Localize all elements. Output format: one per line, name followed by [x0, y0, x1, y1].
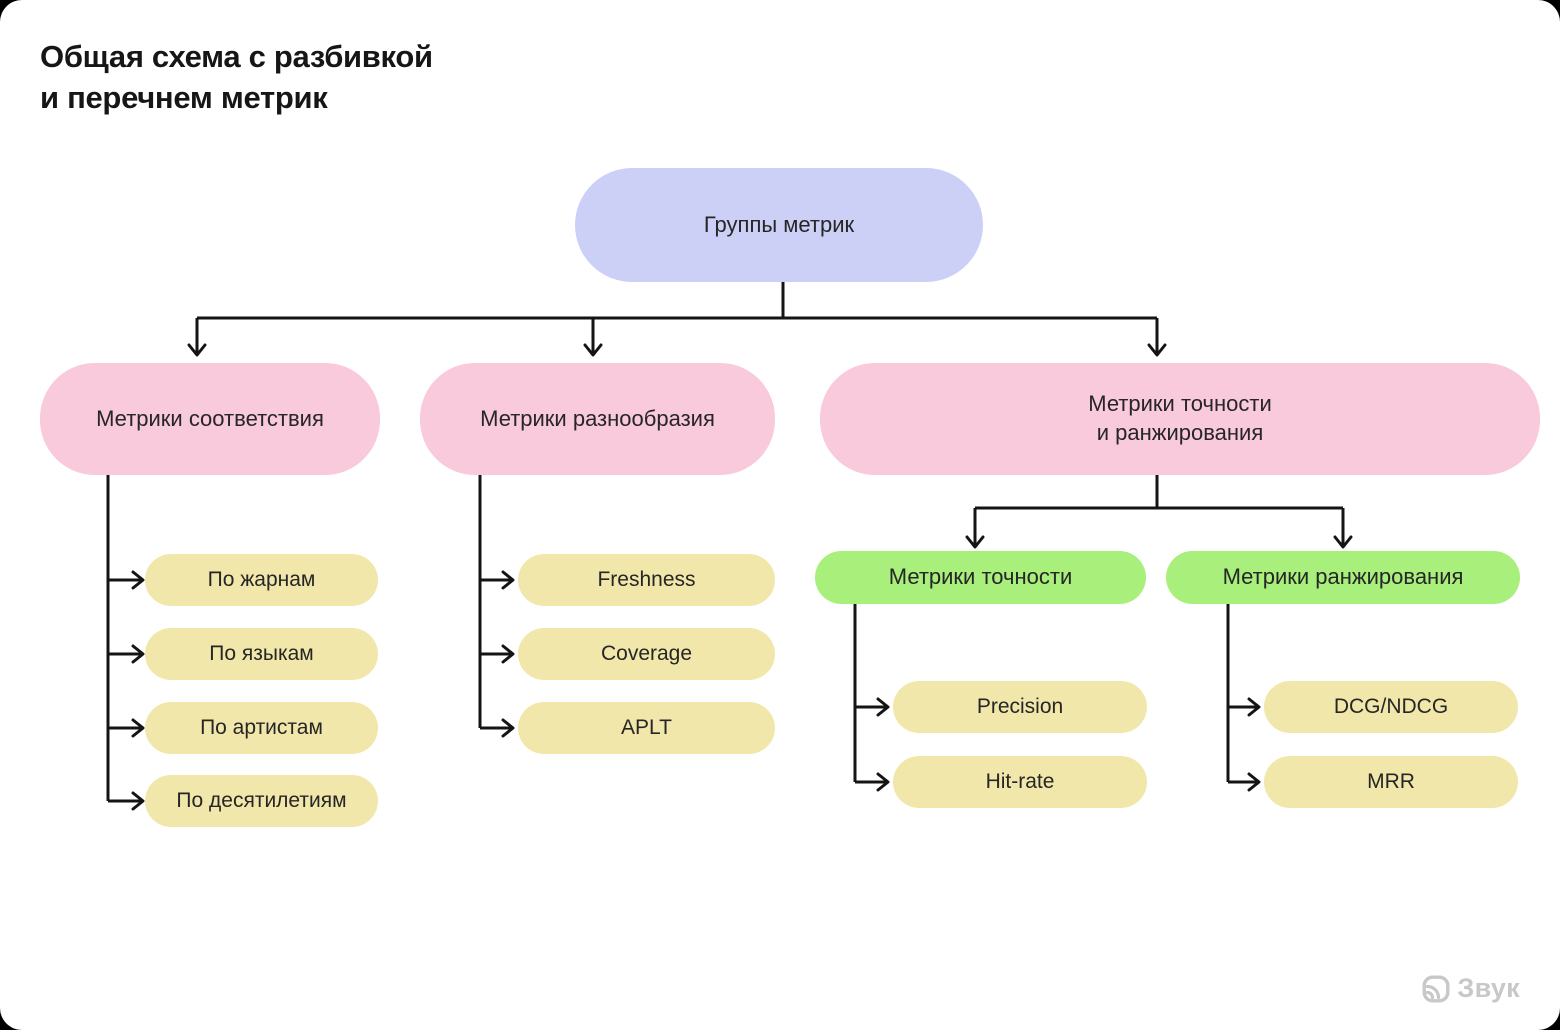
node-relevance-metrics: Метрики соответствия: [40, 363, 380, 475]
leaf-coverage: Coverage: [518, 628, 775, 680]
leaf-mrr: MRR: [1264, 756, 1518, 808]
page-title: Общая схема с разбивкой и перечнем метри…: [40, 39, 433, 115]
leaf-freshness: Freshness: [518, 554, 775, 606]
leaf-aplt: APLT: [518, 702, 775, 754]
leaf-dcg-ndcg: DCG/NDCG: [1264, 681, 1518, 733]
node-diversity-metrics: Метрики разнообразия: [420, 363, 775, 475]
leaf-hit-rate: Hit-rate: [893, 756, 1147, 808]
leaf-precision: Precision: [893, 681, 1147, 733]
brand-logo: Звук: [1422, 973, 1520, 1004]
leaf-by-languages: По языкам: [145, 628, 378, 680]
node-metric-groups: Группы метрик: [575, 168, 983, 282]
leaf-by-genres: По жарнам: [145, 554, 378, 606]
zvuk-logo-icon: [1422, 975, 1450, 1003]
node-accuracy-metrics: Метрики точности: [815, 551, 1146, 604]
leaf-by-decades: По десятилетиям: [145, 775, 378, 827]
node-accuracy-ranking-metrics: Метрики точности и ранжирования: [820, 363, 1540, 475]
leaf-by-artists: По артистам: [145, 702, 378, 754]
brand-logo-text: Звук: [1457, 973, 1520, 1003]
node-ranking-metrics: Метрики ранжирования: [1166, 551, 1520, 604]
